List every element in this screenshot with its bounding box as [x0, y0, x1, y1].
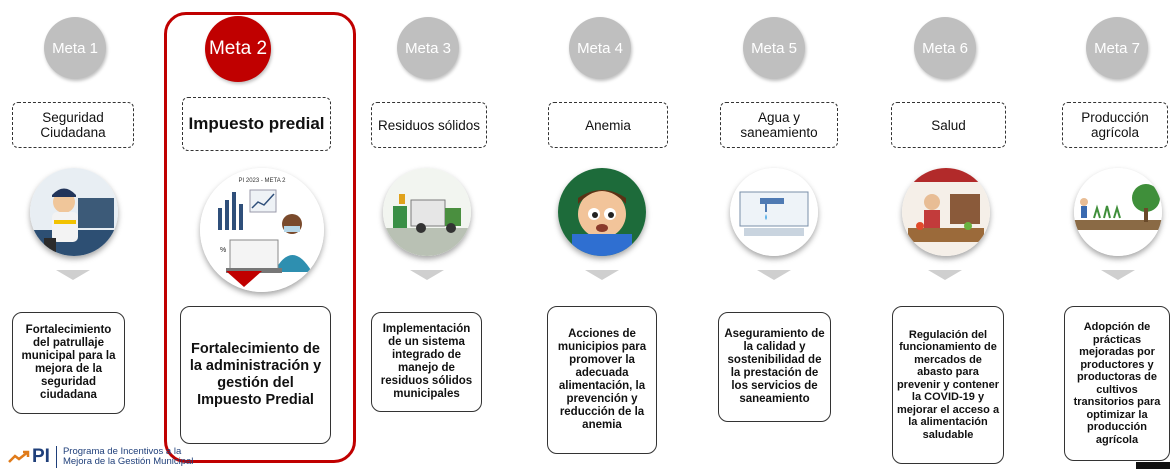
meta-6-tag: Salud	[891, 102, 1006, 148]
meta-4-circle: Meta 4	[569, 17, 631, 79]
meta-2-arrow	[226, 271, 262, 287]
meta-2-description: Fortalecimiento de la administración y g…	[180, 306, 331, 444]
meta-6-circle: Meta 6	[914, 17, 976, 79]
meta-7-circle: Meta 7	[1086, 17, 1148, 79]
meta-1-arrow	[56, 270, 90, 280]
meta-7-arrow	[1101, 270, 1135, 280]
trend-arrow-icon	[8, 450, 30, 463]
meta-7-description: Adopción de prácticas mejoradas por prod…	[1064, 306, 1170, 461]
meta-3-description: Implementación de un sistema integrado d…	[371, 312, 482, 412]
meta-2-badge: PI 2023 - META 2	[239, 178, 287, 184]
meta-2-tag: Impuesto predial	[182, 97, 331, 151]
meta-1-circle: Meta 1	[44, 17, 106, 79]
pi-logo: PI	[32, 446, 50, 467]
farmer-field-icon	[1074, 168, 1162, 256]
corner-decoration	[1136, 462, 1170, 469]
meta-4-arrow	[585, 270, 619, 280]
meta-5-arrow	[757, 270, 791, 280]
market-stall-icon	[902, 168, 990, 256]
svg-text:%: %	[220, 247, 226, 254]
footer-program-name: Programa de Incentivos a la Mejora de la…	[63, 447, 193, 467]
footer-line-2: Mejora de la Gestión Municipal	[62, 456, 194, 467]
meta-2-circle: Meta 2	[205, 16, 271, 82]
meta-6-description: Regulación del funcionamiento de mercado…	[892, 306, 1004, 464]
police-officer-icon	[30, 168, 118, 256]
meta-4-description: Acciones de municipios para promover la …	[547, 306, 657, 454]
meta-6-arrow	[928, 270, 962, 280]
meta-1-description: Fortalecimiento del patrullaje municipal…	[12, 312, 125, 414]
meta-1-tag: Seguridad Ciudadana	[12, 102, 134, 148]
child-eating-icon	[558, 168, 646, 256]
meta-7-tag: Producción agrícola	[1062, 102, 1168, 148]
meta-3-arrow	[410, 270, 444, 280]
footer-branding: PI Programa de Incentivos a la Mejora de…	[8, 446, 193, 468]
footer-divider	[55, 446, 57, 468]
meta-2-highlight-frame	[164, 12, 356, 463]
meta-3-tag: Residuos sólidos	[371, 102, 487, 148]
footer-line-1: Programa de Incentivos a la	[62, 446, 182, 457]
meta-5-circle: Meta 5	[743, 17, 805, 79]
meta-5-description: Aseguramiento de la calidad y sostenibil…	[718, 312, 831, 422]
meta-4-tag: Anemia	[548, 102, 668, 148]
water-tap-icon	[730, 168, 818, 256]
meta-3-circle: Meta 3	[397, 17, 459, 79]
meta-5-tag: Agua y saneamiento	[720, 102, 838, 148]
garbage-truck-icon	[383, 168, 471, 256]
tax-analysis-icon: PI 2023 - META 2 %	[200, 168, 324, 292]
